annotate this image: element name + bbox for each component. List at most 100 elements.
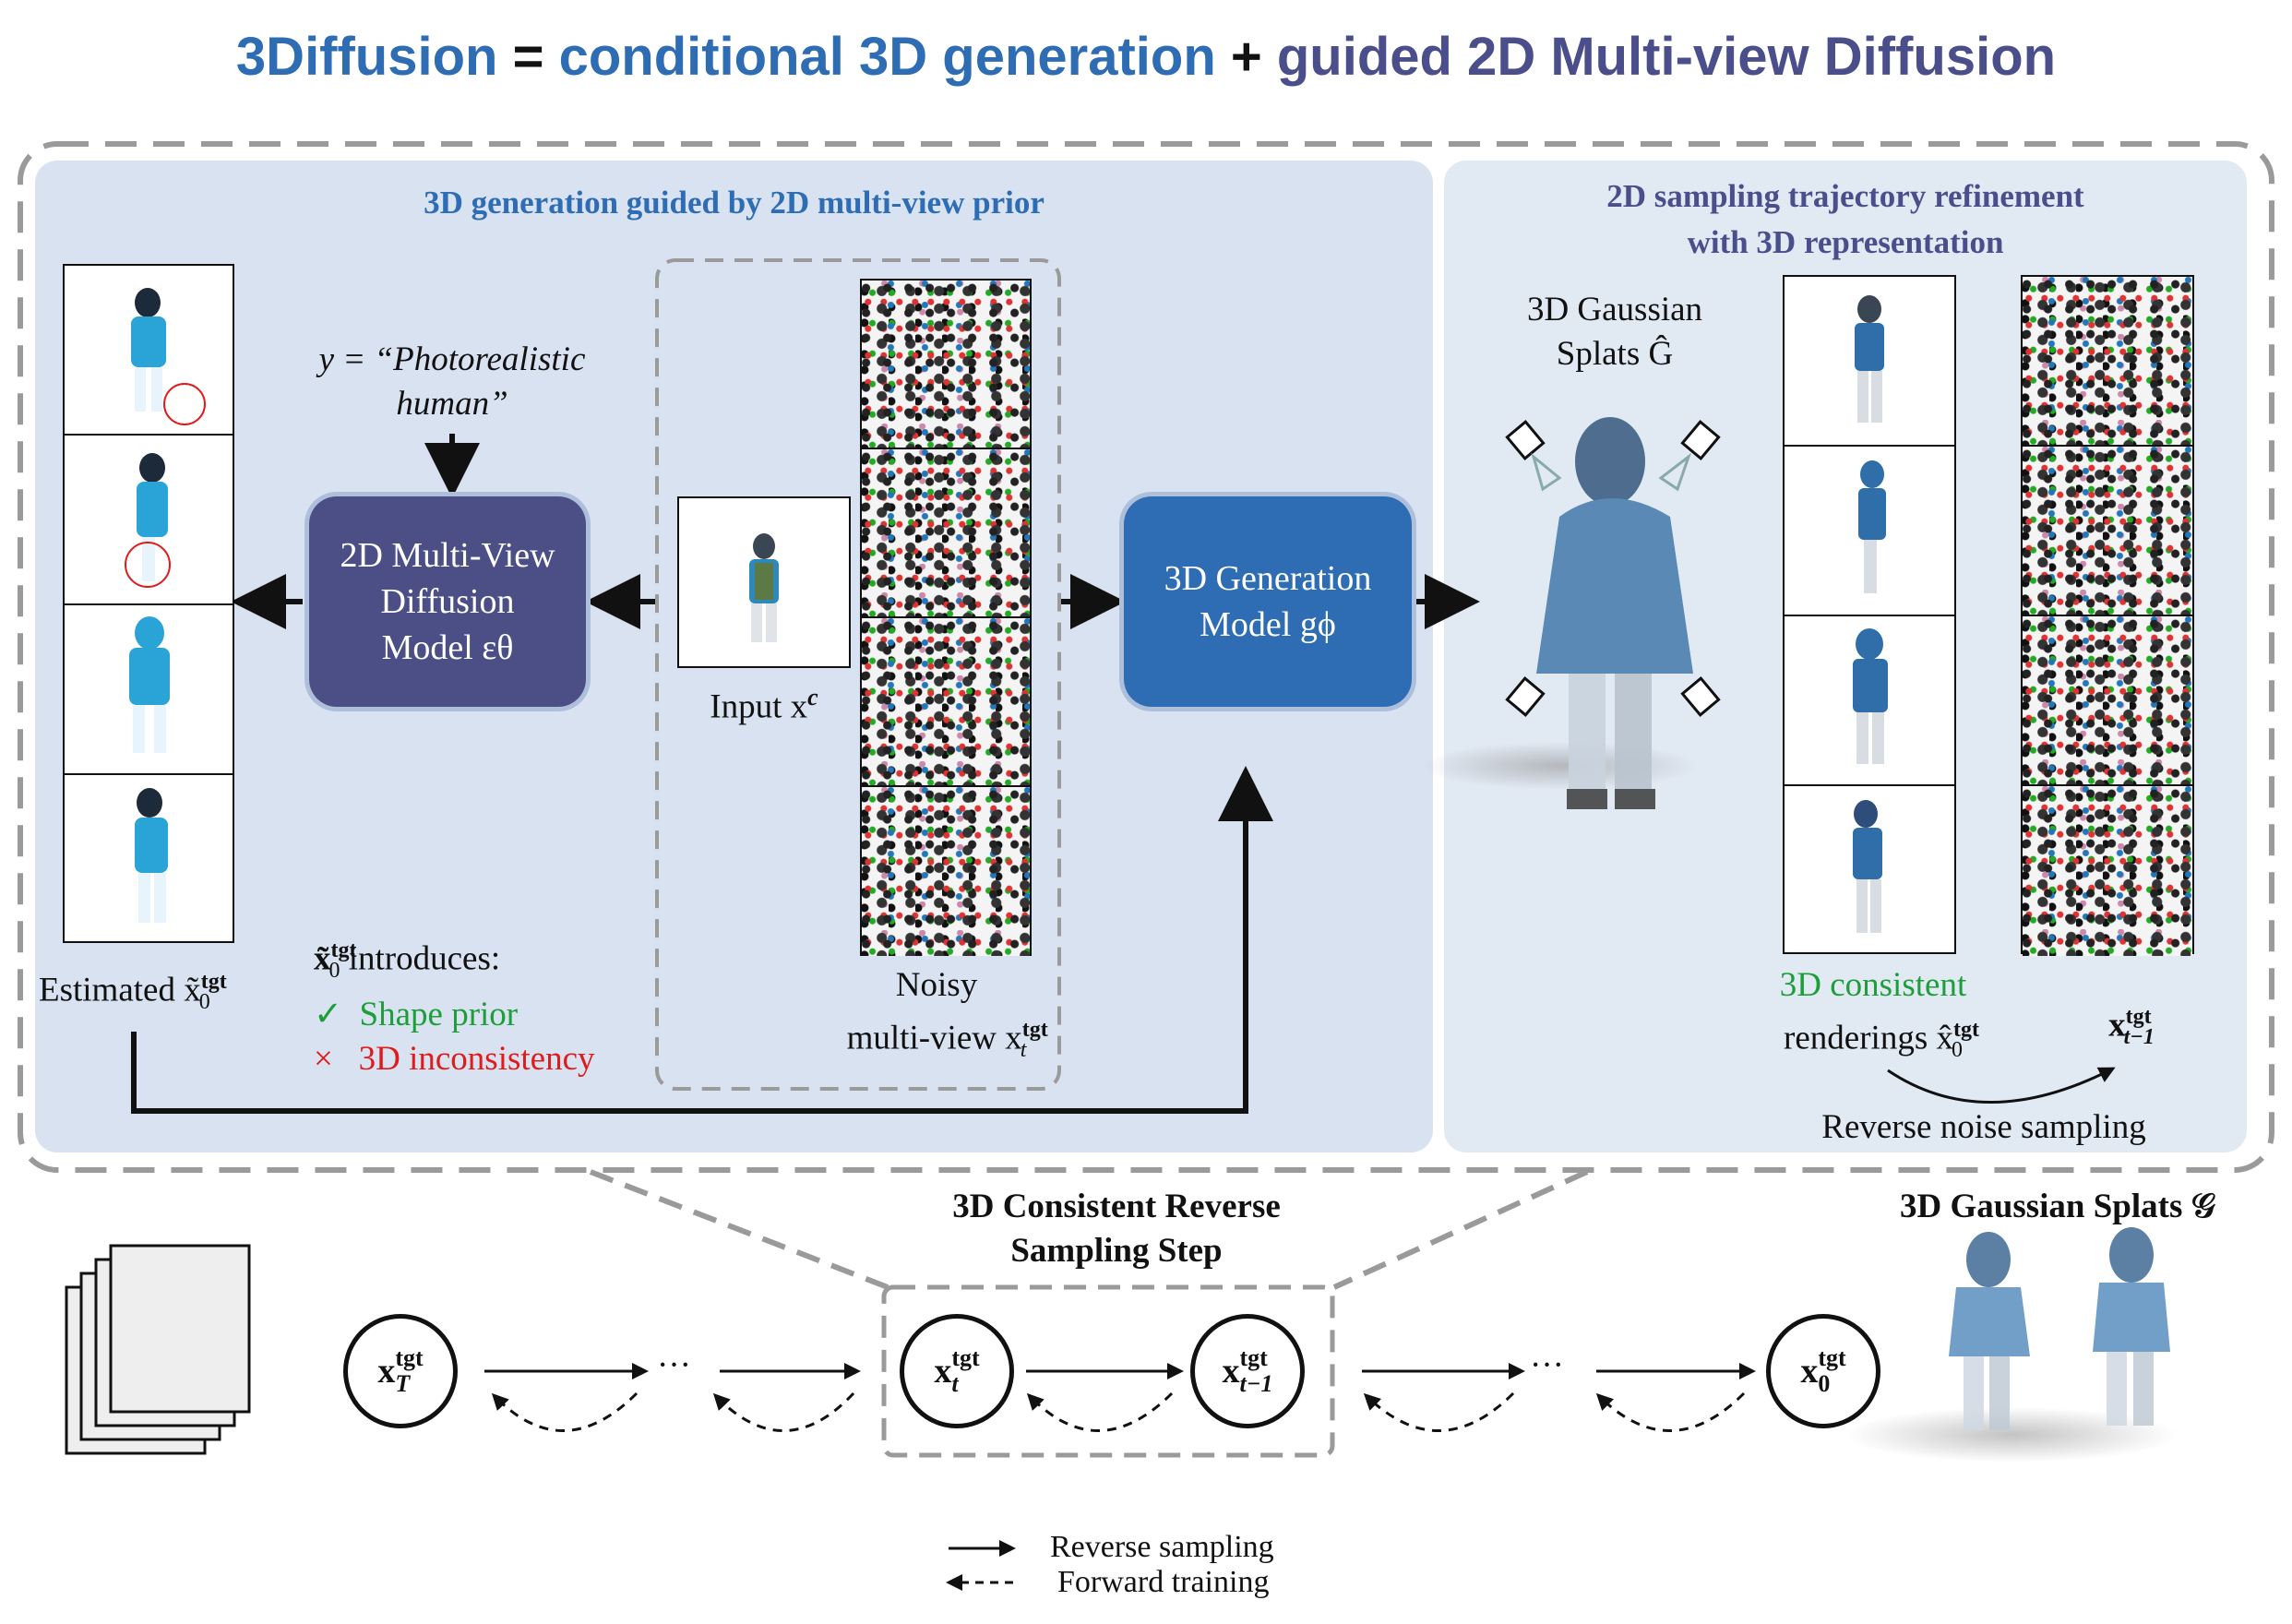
title-plus: + bbox=[1215, 27, 1277, 87]
mv-model-line1: 2D Multi-View bbox=[340, 536, 555, 575]
title-part-guided: guided 2D Multi-view Diffusion bbox=[1276, 27, 2057, 87]
multiview-diffusion-model-box: 2D Multi-View Diffusion Model εθ bbox=[309, 496, 586, 707]
gaussian-splat-figure bbox=[1536, 417, 1693, 809]
estimated-views-strip bbox=[63, 264, 234, 943]
inconsistency-text: 3D inconsistency bbox=[358, 1039, 595, 1078]
cross-icon: × bbox=[314, 1039, 333, 1078]
xt1-view-2 bbox=[2023, 447, 2192, 616]
node-xt-base: x bbox=[934, 1352, 952, 1391]
reverse-noise-label: Reverse noise sampling bbox=[1821, 1108, 2146, 1146]
bottom-splats-title: 3D Gaussian Splats 𝒢 bbox=[1900, 1188, 2215, 1225]
gaussian-splats-label: 3D Gaussian Splats Ĝ bbox=[1476, 288, 1753, 376]
legend-forward: Forward training bbox=[1057, 1565, 1270, 1599]
ellipsis-2: ··· bbox=[1530, 1346, 1564, 1384]
node-xt-sup: tgt bbox=[951, 1344, 980, 1371]
right-header-line2: with 3D representation bbox=[1687, 224, 2004, 260]
renderings-label: 3D consistent renderings x̂tgt0 bbox=[1735, 963, 2011, 1072]
left-panel-header: 3D generation guided by 2D multi-view pr… bbox=[424, 185, 1045, 221]
noise-stack-icon bbox=[65, 1244, 251, 1455]
title-part-3diffusion: 3Diffusion bbox=[235, 27, 498, 87]
noisy-line1: Noisy bbox=[895, 966, 978, 1004]
node-xt1-sup: tgt bbox=[1239, 1344, 1268, 1371]
zoom-line-left bbox=[589, 1169, 889, 1290]
title-part-conditional: conditional 3D generation bbox=[558, 27, 1216, 87]
outer-dashed-outline bbox=[18, 141, 2274, 1173]
renderings-sub: 0 bbox=[1951, 1037, 1963, 1062]
input-label-sup: c bbox=[807, 684, 818, 710]
noisy-sub: t bbox=[1020, 1037, 1027, 1062]
node-xt1-sub: t−1 bbox=[1239, 1370, 1273, 1397]
input-label-text: Input x bbox=[710, 687, 808, 726]
input-label: Input xc bbox=[677, 675, 851, 729]
xt1-view-4 bbox=[2023, 786, 2192, 956]
mv-model-line3: Model εθ bbox=[381, 628, 514, 667]
xt1-view-1 bbox=[2023, 277, 2192, 447]
text-prompt: y = “Photorealistic human” bbox=[277, 338, 627, 426]
noisy-label: Noisy multi-view xtgtt bbox=[784, 963, 1089, 1072]
intro-sup: tgt bbox=[330, 938, 357, 962]
estimated-label-text: Estimated x̃ bbox=[39, 971, 201, 1009]
rendering-view-4 bbox=[1785, 786, 1954, 956]
check-icon: ✓ bbox=[314, 995, 343, 1033]
intro-head: x̃ bbox=[314, 939, 331, 978]
step-dashed-box bbox=[881, 1284, 1335, 1458]
shape-prior-text: Shape prior bbox=[359, 995, 519, 1033]
noisy-line2: multi-view x bbox=[846, 1019, 1022, 1057]
gen-model-line1: 3D Generation bbox=[1164, 559, 1372, 598]
node-xT-sub: T bbox=[395, 1370, 411, 1397]
zoom-line-right bbox=[1332, 1169, 1589, 1290]
xt-minus-1-strip bbox=[2021, 275, 2194, 956]
renderings-sup: tgt bbox=[1952, 1018, 1979, 1042]
splats-line1: 3D Gaussian bbox=[1526, 291, 1703, 328]
camera-icon bbox=[1505, 420, 1721, 717]
noisy-view-3 bbox=[862, 618, 1030, 787]
step-line1: 3D Consistent Reverse bbox=[952, 1188, 1281, 1225]
xt1-view-3 bbox=[2023, 616, 2192, 786]
input-image bbox=[677, 496, 851, 668]
right-header-line1: 2D sampling trajectory refinement bbox=[1606, 178, 2084, 214]
estimated-view-1 bbox=[65, 266, 233, 436]
estimated-view-3 bbox=[65, 605, 233, 775]
node-xT-base: x bbox=[377, 1352, 396, 1391]
noisy-views-strip bbox=[860, 279, 1032, 956]
xt1-sub: t−1 bbox=[2123, 1024, 2155, 1049]
prompt-line2: human” bbox=[396, 385, 508, 423]
estimated-label: Estimated x̃tgt0 bbox=[39, 960, 279, 1024]
splats-line2: Splats Ĝ bbox=[1556, 335, 1674, 373]
estimated-view-4 bbox=[65, 775, 233, 945]
node-xT-sup: tgt bbox=[395, 1344, 424, 1371]
noisy-view-4 bbox=[862, 787, 1030, 956]
noisy-view-2 bbox=[862, 449, 1030, 618]
gen-model-line2: Model gϕ bbox=[1200, 605, 1336, 644]
rendering-view-1 bbox=[1785, 277, 1954, 447]
renderings-text: renderings x̂ bbox=[1784, 1019, 1953, 1057]
node-x0-sub: 0 bbox=[1818, 1370, 1831, 1397]
node-xt-sub: t bbox=[951, 1370, 959, 1397]
noisy-view-1 bbox=[862, 281, 1030, 449]
node-x0-sup: tgt bbox=[1818, 1344, 1846, 1371]
estimated-view-2 bbox=[65, 436, 233, 605]
rendering-view-2 bbox=[1785, 447, 1954, 616]
figure-title: 3Diffusion = conditional 3D generation +… bbox=[0, 26, 2292, 88]
gaussian-splat-bottom-figures bbox=[1949, 1227, 2170, 1430]
intro-text: introduces: bbox=[340, 939, 501, 978]
node-xt1-base: x bbox=[1222, 1352, 1240, 1391]
xt-minus-1-label: xtgtt−1 bbox=[2067, 995, 2196, 1059]
prompt-line1: y = “Photorealistic bbox=[318, 340, 586, 378]
node-x0-base: x bbox=[1800, 1352, 1819, 1391]
legend-reverse: Reverse sampling bbox=[1050, 1530, 1274, 1564]
rendering-view-3 bbox=[1785, 616, 1954, 786]
intro-sub: 0 bbox=[328, 958, 340, 983]
introduces-list: x̃tgt0 introduces: ✓ Shape prior × 3D in… bbox=[314, 928, 655, 1081]
reverse-step-title: 3D Consistent Reverse Sampling Step bbox=[877, 1185, 1356, 1273]
right-panel-header: 2D sampling trajectory refinement with 3… bbox=[1444, 173, 2247, 266]
ellipsis-1: ··· bbox=[657, 1346, 691, 1384]
estimated-sub: 0 bbox=[198, 989, 210, 1014]
consistent-label: 3D consistent bbox=[1779, 966, 1967, 1004]
3d-generation-model-box: 3D Generation Model gϕ bbox=[1124, 496, 1412, 707]
title-equals: = bbox=[497, 27, 559, 87]
